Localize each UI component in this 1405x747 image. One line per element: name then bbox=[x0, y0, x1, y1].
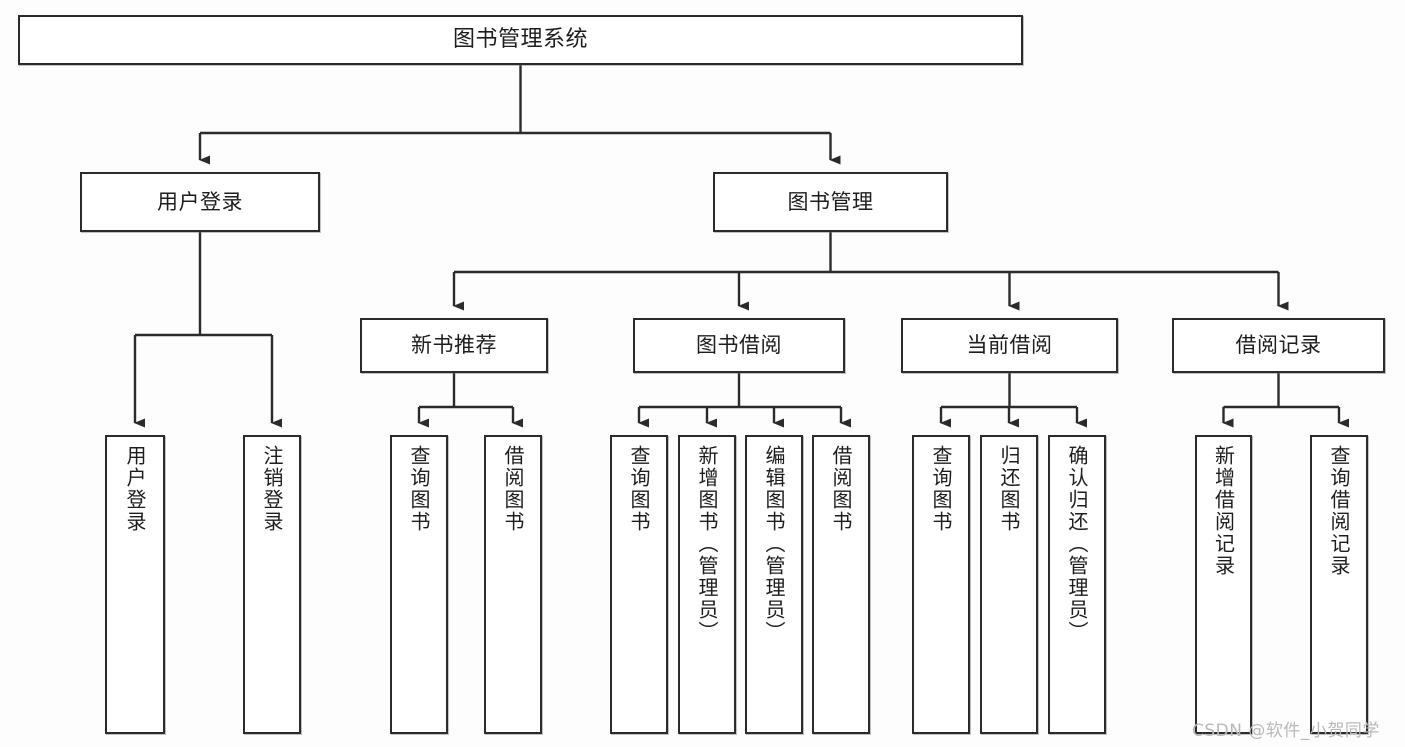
node-label-l-logout: 注销登录 bbox=[260, 445, 284, 533]
node-label-l-confirm: 确认归还（管理员） bbox=[1065, 445, 1089, 643]
node-records[interactable]: 借阅记录 bbox=[1172, 318, 1385, 373]
node-label-l-query1: 查询图书 bbox=[407, 445, 431, 533]
node-borrow[interactable]: 图书借阅 bbox=[633, 318, 845, 373]
node-label-l-login: 用户登录 bbox=[123, 445, 147, 533]
node-l-query3[interactable]: 查询图书 bbox=[912, 435, 970, 734]
node-label-l-query3: 查询图书 bbox=[929, 445, 953, 533]
node-label-l-borrow2: 借阅图书 bbox=[829, 445, 853, 533]
node-l-return[interactable]: 归还图书 bbox=[980, 435, 1038, 734]
node-bookmgmt[interactable]: 图书管理 bbox=[713, 172, 948, 232]
node-label-l-add: 新增图书（管理员） bbox=[695, 445, 719, 643]
node-label-records: 借阅记录 bbox=[1235, 333, 1322, 358]
csdn-watermark: CSDN @软件_小贺同学 bbox=[1192, 721, 1380, 741]
node-l-query2[interactable]: 查询图书 bbox=[610, 435, 668, 734]
node-l-add[interactable]: 新增图书（管理员） bbox=[678, 435, 736, 734]
node-label-borrow: 图书借阅 bbox=[696, 333, 782, 358]
node-label-l-queryrec: 查询借阅记录 bbox=[1327, 445, 1351, 577]
node-l-addrec[interactable]: 新增借阅记录 bbox=[1195, 435, 1252, 734]
node-l-confirm[interactable]: 确认归还（管理员） bbox=[1048, 435, 1106, 734]
node-label-current: 当前借阅 bbox=[966, 333, 1053, 358]
node-l-borrow2[interactable]: 借阅图书 bbox=[812, 435, 870, 734]
node-current[interactable]: 当前借阅 bbox=[901, 318, 1118, 373]
node-l-query1[interactable]: 查询图书 bbox=[390, 435, 448, 734]
node-login[interactable]: 用户登录 bbox=[80, 172, 320, 232]
node-label-login: 用户登录 bbox=[157, 189, 243, 214]
node-newbook[interactable]: 新书推荐 bbox=[360, 318, 548, 373]
node-label-l-addrec: 新增借阅记录 bbox=[1211, 445, 1236, 577]
node-label-l-borrow1: 借阅图书 bbox=[501, 445, 525, 533]
node-l-queryrec[interactable]: 查询借阅记录 bbox=[1310, 435, 1368, 734]
node-l-login[interactable]: 用户登录 bbox=[105, 435, 165, 734]
node-root[interactable]: 图书管理系统 bbox=[18, 15, 1023, 65]
node-label-l-edit: 编辑图书（管理员） bbox=[762, 445, 786, 643]
node-label-l-query2: 查询图书 bbox=[627, 445, 651, 533]
node-label-root: 图书管理系统 bbox=[452, 27, 588, 53]
node-l-logout[interactable]: 注销登录 bbox=[243, 435, 301, 734]
node-l-borrow1[interactable]: 借阅图书 bbox=[484, 435, 542, 734]
node-label-l-return: 归还图书 bbox=[997, 445, 1021, 533]
node-l-edit[interactable]: 编辑图书（管理员） bbox=[745, 435, 803, 734]
node-label-newbook: 新书推荐 bbox=[411, 333, 497, 358]
node-label-bookmgmt: 图书管理 bbox=[787, 189, 874, 214]
